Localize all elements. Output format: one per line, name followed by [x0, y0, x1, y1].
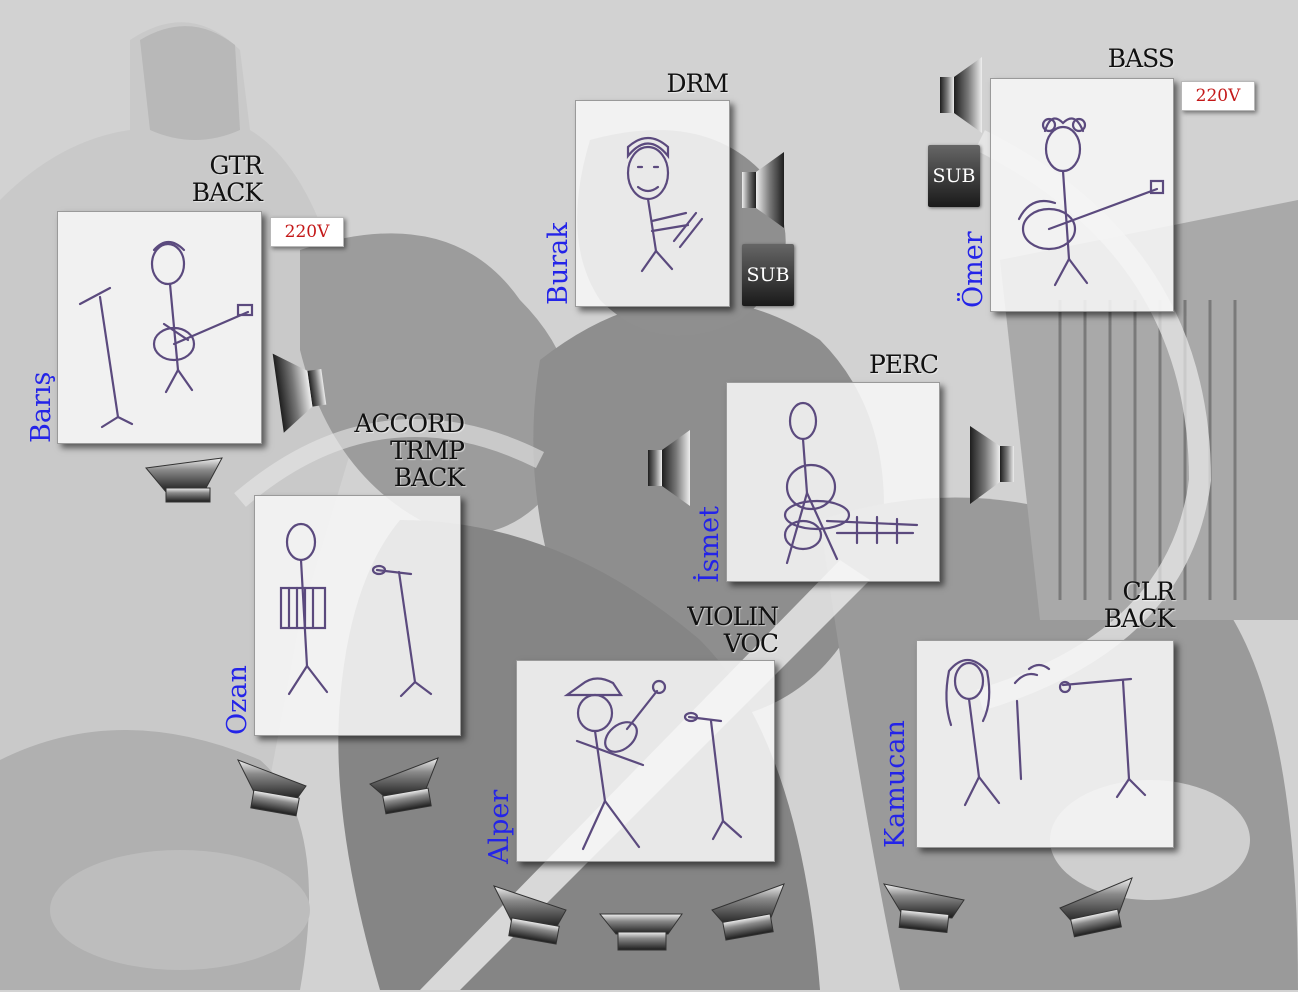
floor-monitor-icon	[712, 884, 784, 940]
floor-monitor-icon	[238, 760, 306, 816]
floor-monitor-icon	[884, 884, 964, 932]
floor-monitor-icon	[600, 914, 682, 950]
floor-monitor-icon	[1060, 878, 1132, 937]
floor-monitor-icon	[146, 458, 222, 502]
floor-monitor-icon	[494, 886, 566, 944]
floor-monitor-icon	[370, 758, 438, 814]
